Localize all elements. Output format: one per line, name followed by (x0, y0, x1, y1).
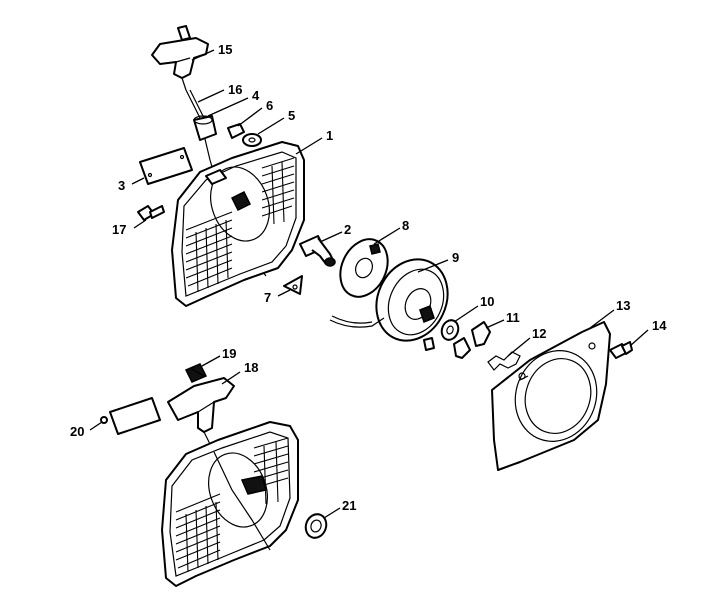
part-8-rewind-spring (339, 238, 389, 298)
part-5-washer (242, 133, 262, 147)
part-10-washer (440, 319, 460, 341)
lower-housing-grill (175, 437, 289, 573)
rope-shadow (189, 89, 205, 119)
callout-4: 4 (252, 88, 260, 103)
callout-2: 2 (344, 222, 351, 237)
leader-lines (89, 49, 649, 519)
part-7-clip (283, 275, 303, 295)
callout-11: 11 (506, 310, 520, 325)
part-21-washer (304, 513, 328, 539)
part-9-rope-rotor (329, 258, 449, 351)
callout-14: 14 (652, 318, 667, 333)
housing-grill (185, 157, 295, 293)
part-6-sleeve (227, 123, 245, 139)
part-12-spring-clip (487, 351, 521, 371)
callout-19: 19 (222, 346, 236, 361)
callout-1: 1 (326, 128, 333, 143)
part-11-pawl (453, 321, 491, 359)
callout-6: 6 (266, 98, 273, 113)
callout-13: 13 (616, 298, 630, 313)
part-20-plate (100, 397, 161, 435)
callout-8: 8 (402, 218, 409, 233)
callout-20: 20 (70, 424, 84, 439)
part-2-shaft (299, 235, 336, 267)
callout-9: 9 (452, 250, 459, 265)
lower-fan-housing (161, 421, 299, 587)
callout-21: 21 (342, 498, 356, 513)
callout-15: 15 (218, 42, 232, 57)
callout-12: 12 (532, 326, 546, 341)
part-13-fan-cover (491, 321, 611, 471)
callout-5: 5 (288, 108, 295, 123)
part-1-fan-housing (171, 141, 305, 307)
callout-7: 7 (264, 290, 271, 305)
part-4-rope-guide-bush (193, 115, 217, 141)
callout-3: 3 (118, 178, 125, 193)
callout-18: 18 (244, 360, 258, 375)
callout-17: 17 (112, 222, 126, 237)
callout-numbers: 15 16 4 6 5 1 3 17 2 8 9 7 10 11 12 13 1… (70, 42, 667, 513)
callout-16: 16 (228, 82, 242, 97)
part-15-starter-grip (151, 25, 209, 91)
callout-10: 10 (480, 294, 494, 309)
part-18-starter-grip (167, 377, 235, 453)
part-17-screw (137, 205, 165, 221)
part-14-screw (609, 341, 633, 359)
part-19-knob (184, 363, 208, 383)
part-3-plate (139, 147, 193, 185)
